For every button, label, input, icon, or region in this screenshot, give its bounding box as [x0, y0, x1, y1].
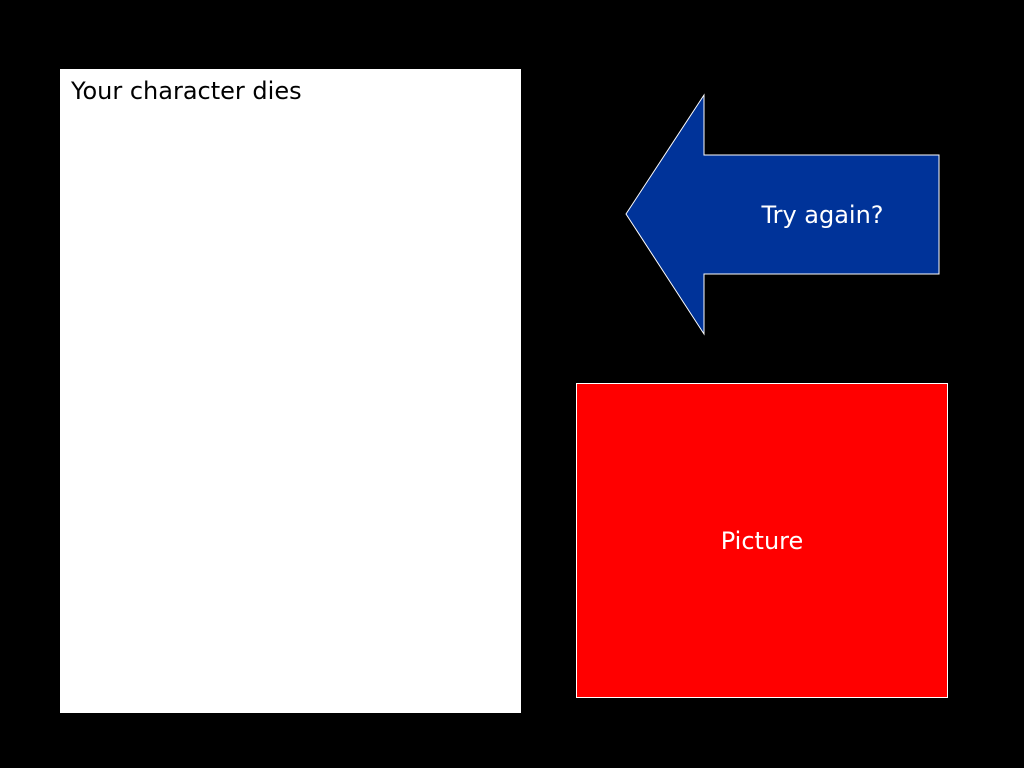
story-text-panel: Your character dies: [60, 69, 521, 713]
picture-placeholder: Picture: [576, 383, 948, 698]
picture-label: Picture: [720, 526, 804, 555]
left-arrow-icon: [625, 93, 940, 336]
try-again-button[interactable]: Try again?: [624, 93, 941, 336]
story-text: Your character dies: [71, 77, 302, 105]
